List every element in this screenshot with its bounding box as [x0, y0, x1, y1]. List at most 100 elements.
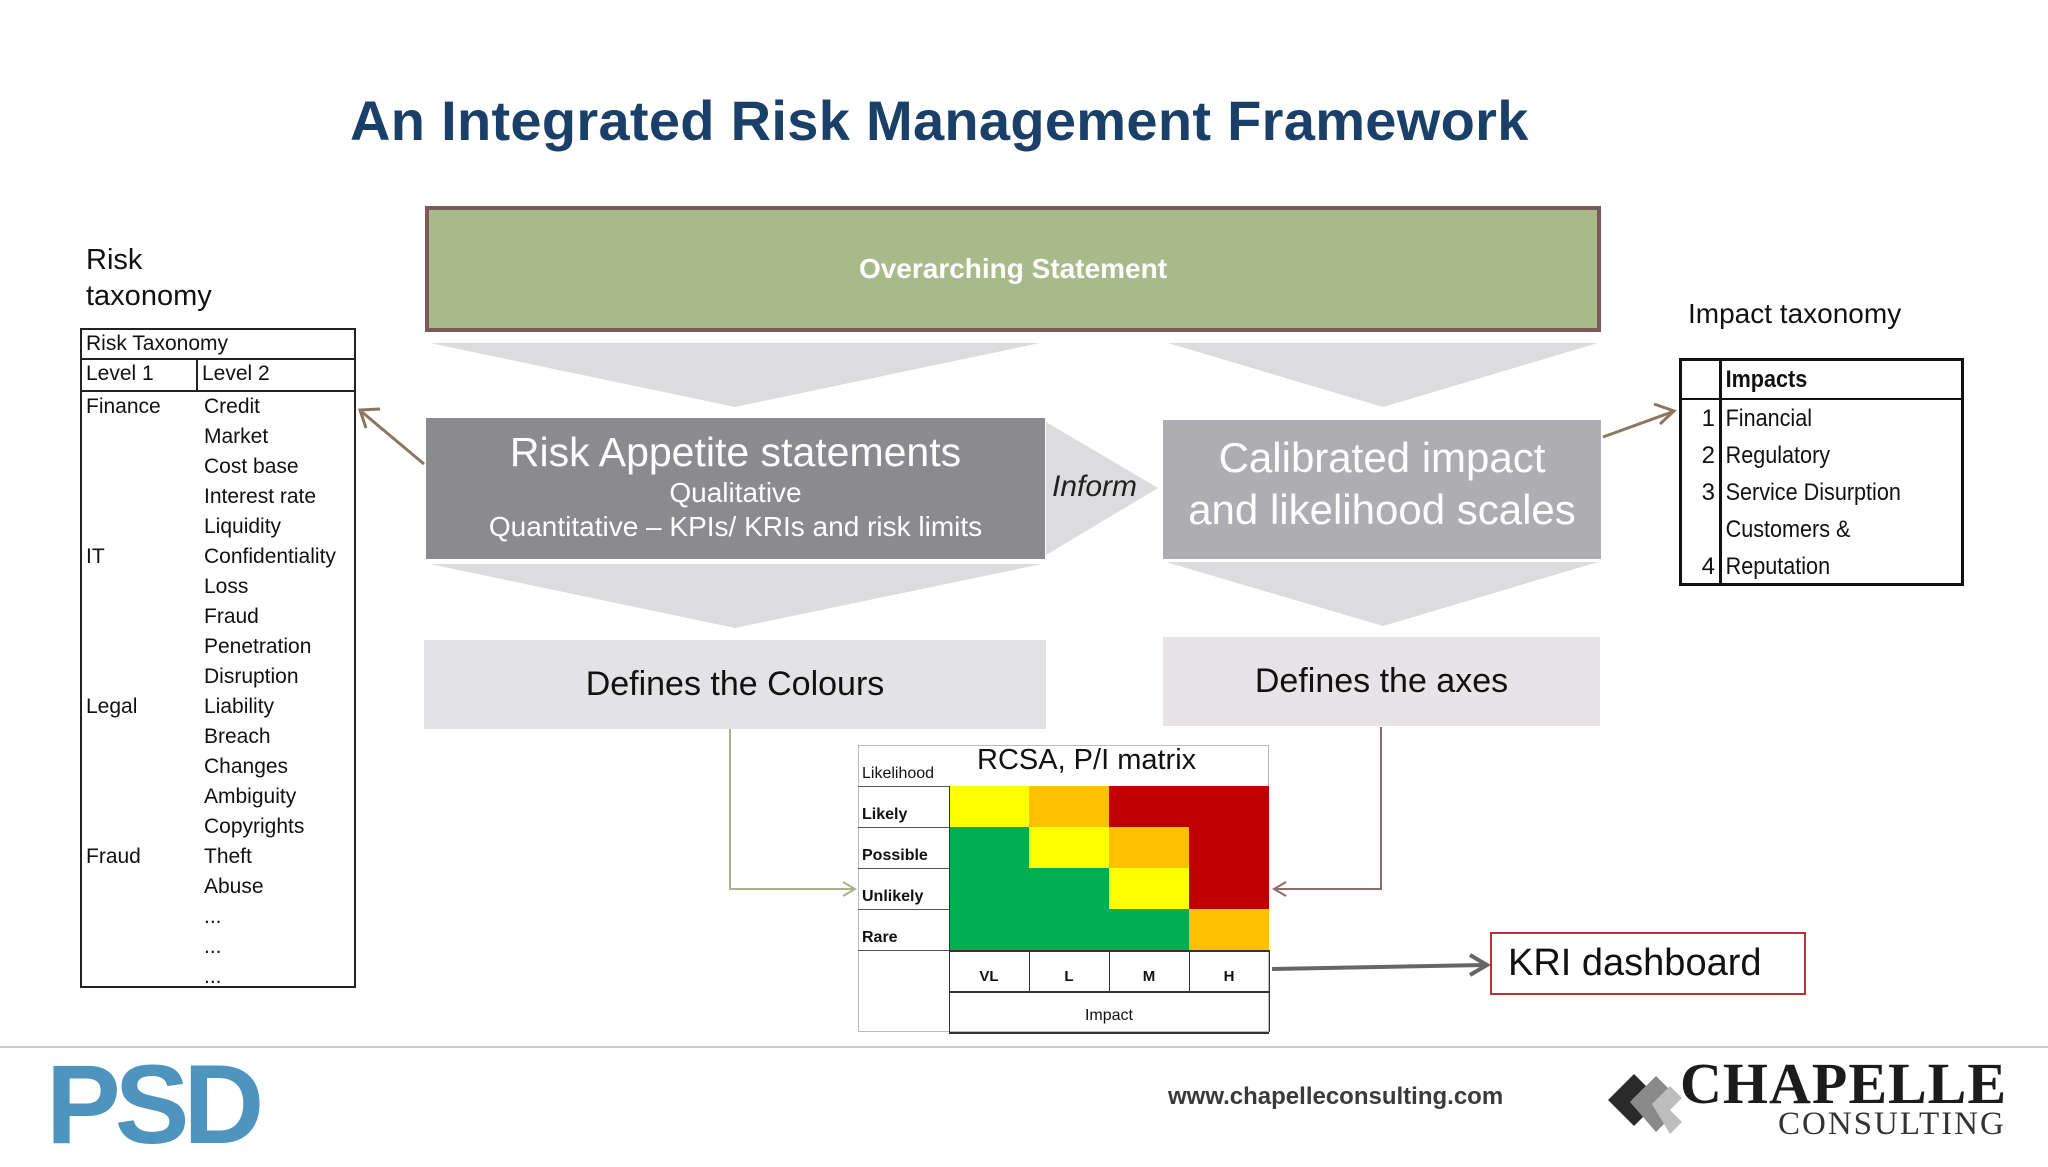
risk-taxonomy-row: Finance Credit: [82, 392, 354, 422]
risk-level-1-cell: [82, 662, 198, 692]
risk-level-2-cell: Liquidity: [204, 515, 282, 538]
down-wedge-right-top: [1168, 343, 1598, 407]
risk-taxonomy-row: Copyrights: [82, 812, 354, 842]
risk-taxonomy-row: Breach: [82, 722, 354, 752]
risk-level-1-cell: [82, 752, 198, 782]
impact-table-header: Impacts: [1682, 361, 1961, 400]
footer-url[interactable]: www.chapelleconsulting.com: [1168, 1083, 1504, 1110]
risk-level-1-cell: IT: [86, 545, 105, 568]
risk-taxonomy-row: Penetration: [82, 632, 354, 662]
risk-level-2-cell: Interest rate: [204, 485, 317, 508]
risk-level-2-cell: Confidentiality: [204, 545, 336, 568]
risk-appetite-qualitative: Qualitative: [669, 477, 802, 508]
risk-taxonomy-row: ...: [82, 902, 354, 932]
impact-name: Service Disurption: [1725, 479, 1901, 506]
impact-name: Financial: [1725, 405, 1813, 432]
matrix-cell: [1189, 909, 1269, 950]
impact-number: [1682, 511, 1722, 548]
label-col-divider: [949, 786, 950, 1032]
risk-taxonomy-label-line2: taxonomy: [86, 280, 212, 312]
matrix-cell: [949, 827, 1029, 868]
risk-taxonomy-row: IT Confidentiality: [82, 542, 354, 572]
defines-axes-label: Defines the axes: [1254, 662, 1509, 700]
matrix-cell: [949, 868, 1029, 909]
matrix-cell: [1109, 868, 1189, 909]
overarching-statement-box: Overarching Statement: [425, 206, 1601, 332]
risk-taxonomy-row: ...: [82, 932, 354, 962]
risk-taxonomy-label: Risk taxonomy: [86, 242, 246, 314]
risk-level-2-cell: Loss: [204, 575, 249, 598]
matrix-cell: [949, 786, 1029, 827]
risk-level-2-cell: Credit: [204, 395, 261, 418]
impact-col-label: M: [1142, 968, 1156, 985]
risk-level-2-cell: Liability: [204, 695, 275, 718]
risk-taxonomy-row: Changes: [82, 752, 354, 782]
impact-row: Customers &: [1682, 511, 1961, 548]
impact-name: Regulatory: [1725, 442, 1831, 469]
impacts-header: Impacts: [1725, 366, 1808, 393]
down-wedge-right-bottom: [1166, 562, 1598, 626]
risk-level-1-cell: [82, 932, 198, 962]
matrix-cell: [1189, 868, 1269, 909]
risk-level-1-cell: [82, 812, 198, 842]
risk-level-1-cell: [82, 482, 198, 512]
risk-taxonomy-row: Abuse: [82, 872, 354, 902]
likelihood-row-label: Rare: [862, 929, 898, 946]
calibrated-line-1: Calibrated impact: [1218, 434, 1546, 481]
inform-chevron: [1046, 422, 1158, 555]
risk-level-1-cell: [82, 422, 198, 452]
row-divider: [858, 909, 949, 910]
footer-divider: [0, 1046, 2048, 1048]
risk-level-1-cell: [82, 452, 198, 482]
impact-number: 3: [1682, 474, 1722, 511]
risk-level-1-cell: [82, 902, 198, 932]
row-divider: [858, 827, 949, 828]
matrix-cell: [1109, 827, 1189, 868]
colours-connector: [729, 729, 853, 890]
risk-taxonomy-row: Fraud: [82, 602, 354, 632]
risk-level-2-cell: ...: [204, 905, 222, 928]
risk-taxonomy-row: ...: [82, 962, 354, 992]
matrix-cell: [1029, 827, 1109, 868]
matrix-cell: [1029, 786, 1109, 827]
risk-level-1-cell: Finance: [86, 395, 161, 418]
level-2-header: Level 2: [202, 362, 270, 385]
axes-connector: [1274, 727, 1382, 890]
risk-level-2-cell: Changes: [204, 755, 289, 778]
likelihood-label: Likelihood: [862, 765, 935, 782]
impact-col-label: H: [1223, 968, 1235, 985]
impact-number: 2: [1682, 437, 1722, 474]
impact-taxonomy-label: Impact taxonomy: [1688, 298, 1902, 329]
matrix-cell: [1029, 868, 1109, 909]
risk-appetite-box: Risk Appetite statements Qualitative Qua…: [426, 418, 1045, 559]
row-divider: [858, 868, 949, 869]
likelihood-row-label: Possible: [862, 847, 928, 864]
calibrated-scales-box: Calibrated impact and likelihood scales: [1163, 420, 1601, 559]
risk-taxonomy-row: Market: [82, 422, 354, 452]
risk-level-1-cell: [82, 632, 198, 662]
risk-level-2-cell: Copyrights: [204, 815, 305, 838]
risk-taxonomy-label-line1: Risk: [86, 244, 143, 276]
consulting-logo-text: CONSULTING: [1778, 1106, 2006, 1142]
psd-logo: PSD: [46, 1042, 264, 1167]
risk-level-1-cell: [82, 722, 198, 752]
kri-dashboard-label: KRI dashboard: [1508, 942, 1762, 984]
row-divider: [858, 786, 949, 787]
defines-colours-label: Defines the Colours: [585, 665, 885, 703]
risk-level-2-cell: Fraud: [204, 605, 259, 628]
risk-taxonomy-row: Loss: [82, 572, 354, 602]
row-divider: [858, 950, 949, 951]
risk-level-2-cell: Cost base: [204, 455, 299, 478]
inform-label: Inform: [1052, 470, 1138, 503]
risk-level-2-cell: Market: [204, 425, 269, 448]
risk-taxonomy-row: Disruption: [82, 662, 354, 692]
risk-taxonomy-header-row: Level 1 Level 2: [82, 360, 354, 392]
